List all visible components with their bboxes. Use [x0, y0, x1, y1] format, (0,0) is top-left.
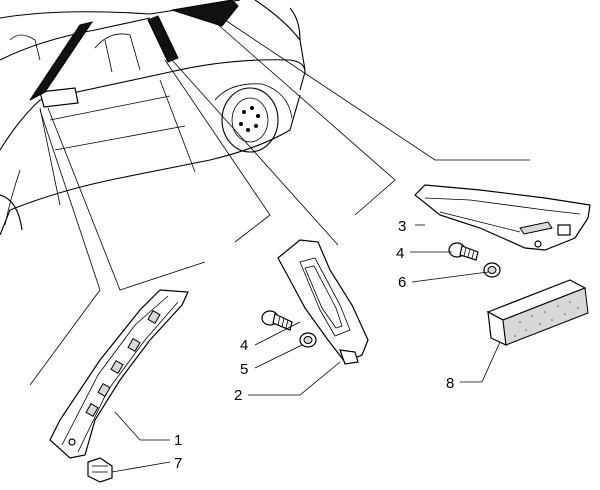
- part-8-foam-pad: [486, 279, 589, 347]
- callout-1: 1: [174, 432, 182, 449]
- part-6-washer: [483, 262, 501, 278]
- car-illustration: [0, 0, 306, 236]
- part-3-rear-quarter-trim: [414, 184, 591, 251]
- callout-3: 3: [398, 218, 406, 235]
- part-4-screw-upper: [448, 242, 479, 261]
- callout-7: 7: [174, 455, 182, 472]
- part-1-a-pillar-trim: [49, 289, 189, 459]
- callout-labels: 1 2 3 4 4 5 6 7 8: [174, 218, 454, 472]
- callout-8: 8: [446, 375, 454, 392]
- callout-4-lower: 4: [240, 337, 248, 354]
- part-2-b-pillar-trim: [277, 239, 369, 365]
- part-7-clip: [87, 457, 113, 483]
- callout-leaders: [111, 224, 501, 473]
- callout-4-upper: 4: [396, 245, 404, 262]
- part-5-washer: [299, 332, 317, 348]
- callout-5: 5: [240, 361, 248, 378]
- callout-6: 6: [398, 274, 406, 291]
- leader-lines: [29, 17, 530, 386]
- part-4-screw-lower: [261, 310, 293, 331]
- callout-2: 2: [234, 387, 242, 404]
